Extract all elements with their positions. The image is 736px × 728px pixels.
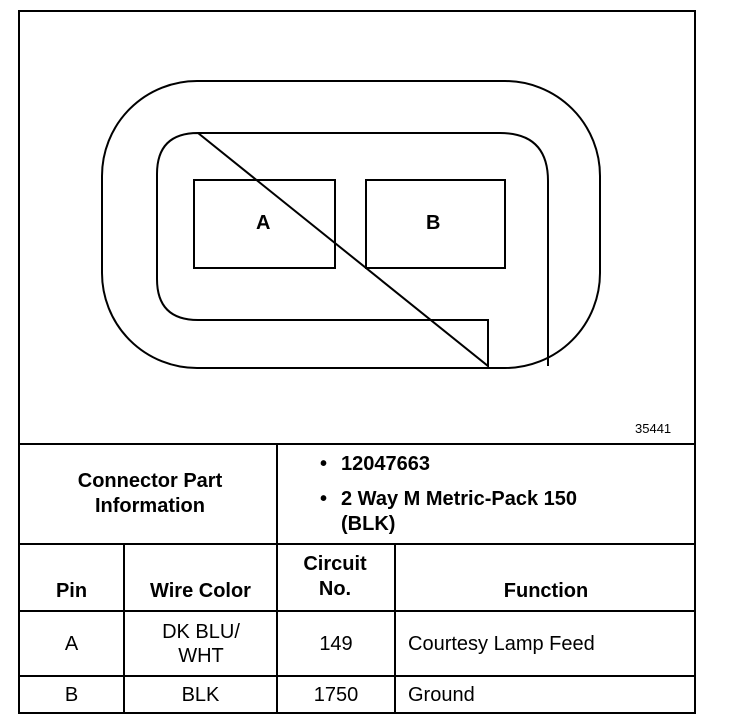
row-b-function: Ground [408, 684, 475, 706]
part-description: 2 Way M Metric-Pack 150 (BLK) [341, 488, 578, 535]
header-pin: Pin [55, 580, 88, 602]
part-number: 12047663 [341, 453, 430, 475]
part-info-bottom-line [18, 543, 696, 545]
connector-housing-inner [156, 131, 549, 369]
connector-diagram [101, 80, 601, 369]
part-info-label: Connector Part Information [77, 470, 223, 517]
row-b-pin: B [64, 684, 79, 706]
pin-b-cavity [365, 179, 506, 269]
row-a-function: Courtesy Lamp Feed [408, 633, 595, 655]
table-top-line [18, 443, 696, 445]
col-divider-pin [123, 543, 125, 714]
part-info-divider [276, 443, 278, 545]
pin-a-label: A [256, 212, 271, 234]
header-function: Function [503, 580, 589, 602]
figure-number: 35441 [635, 421, 672, 436]
connector-frame [18, 10, 696, 714]
pin-a-cavity [193, 179, 336, 269]
part-info-bullet-1: • [320, 453, 328, 475]
row-a-pin: A [64, 633, 79, 655]
pin-b-label: B [426, 212, 441, 234]
row-a-circuit: 149 [319, 633, 353, 655]
connector-housing-outer [101, 80, 601, 369]
header-circuit-no: Circuit No. [303, 553, 367, 600]
row-b-circuit: 1750 [313, 684, 359, 706]
row-a-bottom-line [18, 675, 696, 677]
header-wire-color: Wire Color [150, 580, 251, 602]
header-bottom-line [18, 610, 696, 612]
row-a-wire-color: DK BLU/ WHT [162, 621, 240, 667]
row-b-wire-color: BLK [181, 684, 220, 706]
col-divider-wire [276, 543, 278, 714]
col-divider-circuit [394, 543, 396, 714]
part-info-bullet-2: • [320, 488, 328, 510]
